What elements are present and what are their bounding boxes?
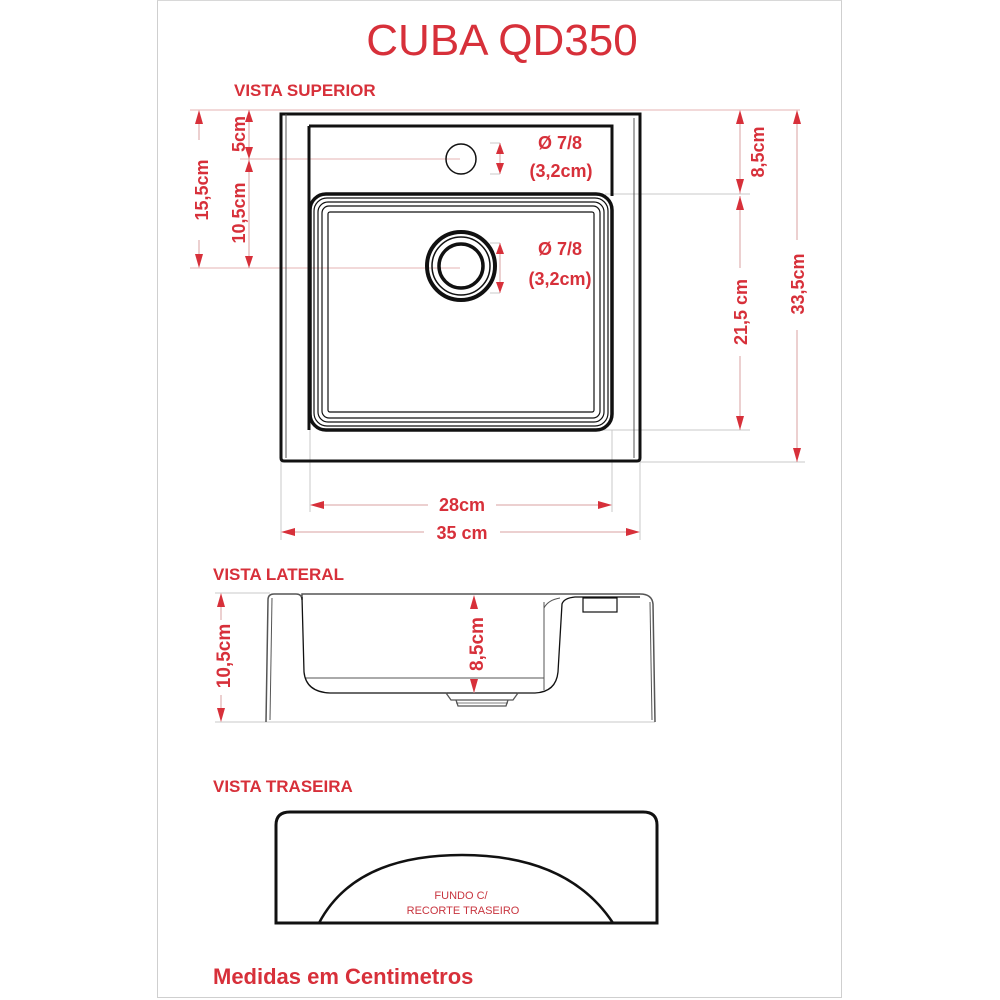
dim-left-lower: 10,5cm (229, 182, 249, 243)
dim-right-bowl: 21,5 cm (731, 279, 751, 345)
back-view-drawing: FUNDO C/ RECORTE TRASEIRO (274, 810, 659, 925)
dim-width-outer: 35 cm (436, 523, 487, 543)
dim-width-inner: 28cm (439, 495, 485, 515)
dim-right-top: 8,5cm (748, 126, 768, 177)
dim-drain-diameter: Ø 7/8 (538, 239, 582, 259)
dim-side-bowl-depth: 8,5cm (467, 617, 488, 671)
top-view-drawing: 15,5cm 5cm 10,5cm Ø 7/8 (3,2cm) Ø 7/8 (3… (190, 109, 808, 543)
tap-hole-section (582, 597, 618, 613)
tap-hole (445, 143, 477, 175)
back-note-line2: RECORTE TRASEIRO (407, 905, 520, 917)
back-note-line1: FUNDO C/ (434, 890, 488, 902)
dim-right-total: 33,5cm (788, 253, 808, 314)
section-label-back-view: VISTA TRASEIRA (213, 777, 353, 796)
section-label-top-view: VISTA SUPERIOR (234, 81, 376, 100)
drain-icon (425, 230, 497, 302)
page-title: CUBA QD350 (366, 16, 637, 65)
dim-side-height: 10,5cm (214, 624, 235, 688)
drain-side-icon (445, 692, 519, 707)
section-label-side-view: VISTA LATERAL (213, 565, 344, 584)
dim-tap-hole-cm: (3,2cm) (529, 161, 592, 181)
footer-note: Medidas em Centimetros (213, 964, 473, 989)
dim-left-outer: 15,5cm (192, 159, 212, 220)
dim-left-upper: 5cm (229, 116, 249, 152)
dim-tap-hole-diameter: Ø 7/8 (538, 133, 582, 153)
dim-drain-cm: (3,2cm) (528, 269, 591, 289)
side-view-drawing: 10,5cm 8,5cm (214, 592, 656, 723)
